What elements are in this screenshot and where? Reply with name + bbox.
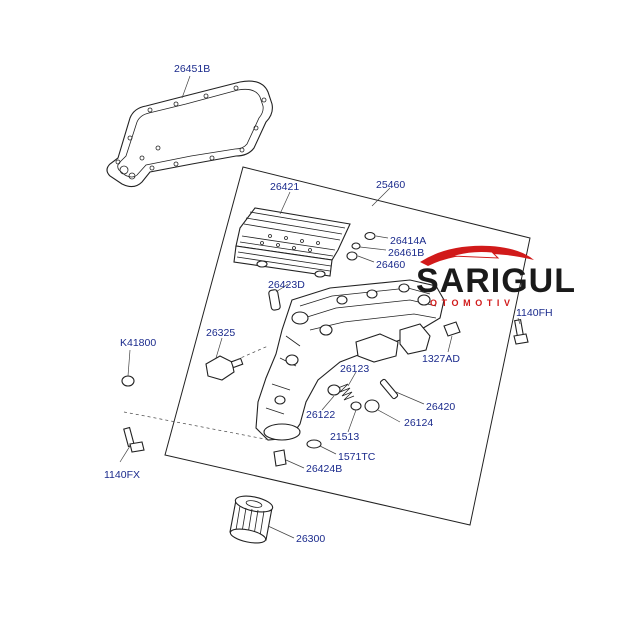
o-ring-26414a	[364, 231, 376, 241]
nipple-26424b	[273, 449, 287, 467]
assembly-frame	[164, 166, 531, 526]
label-26124: 26124	[404, 417, 433, 429]
leader-lines	[119, 75, 521, 539]
logo-brand-text: SARIGUL	[416, 262, 576, 300]
label-26122: 26122	[306, 409, 335, 421]
label-k41800: K41800	[120, 337, 156, 349]
label-26451b: 26451B	[174, 63, 210, 75]
oil-filter-26300	[229, 495, 274, 544]
plunger-26122	[327, 384, 341, 396]
relief-spring-26123	[337, 383, 355, 401]
pin-26420	[379, 378, 399, 400]
label-26461b: 26461B	[388, 247, 424, 259]
label-26423d: 26423D	[268, 279, 305, 291]
gasket-26451b	[106, 80, 273, 188]
logo-car-roof-icon	[451, 251, 500, 259]
oil-cooler-26421	[233, 207, 351, 278]
logo-brand-subtext: OTOMOTIV	[430, 298, 515, 308]
label-1327ad: 1327AD	[422, 353, 460, 365]
o-ring-k41800	[121, 375, 135, 387]
label-26123: 26123	[340, 363, 369, 375]
plug-1327ad	[443, 321, 461, 337]
label-21513: 21513	[330, 431, 359, 443]
label-25460: 25460	[376, 179, 405, 191]
label-26420: 26420	[426, 401, 455, 413]
logo-car-swoosh-icon	[420, 245, 534, 266]
o-ring-21513	[350, 401, 362, 411]
label-1140fx: 1140FX	[104, 469, 140, 481]
bolt-1140fx	[123, 426, 145, 453]
label-26421: 26421	[270, 181, 299, 193]
cap-26124	[364, 399, 380, 413]
dowel-26423d	[268, 289, 281, 311]
part-labels: 26451B 26421 25460 26414A 26461B 26460 2…	[104, 63, 553, 545]
label-26300: 26300	[296, 533, 325, 545]
label-26325: 26325	[206, 327, 235, 339]
label-26460: 26460	[376, 259, 405, 271]
o-ring-26461b	[351, 242, 361, 250]
label-1140fh: 1140FH	[516, 307, 553, 319]
brand-watermark-logo: SARIGUL OTOMOTIV	[416, 245, 576, 308]
label-26424b: 26424B	[306, 463, 342, 475]
label-1571tc: 1571TC	[338, 451, 376, 463]
label-26414a: 26414A	[390, 235, 426, 247]
o-ring-1571tc	[306, 439, 322, 449]
oil-filter-housing	[255, 279, 445, 441]
o-ring-26460	[346, 251, 358, 261]
bolt-1140fh	[513, 318, 529, 345]
sensor-26325	[205, 355, 244, 381]
